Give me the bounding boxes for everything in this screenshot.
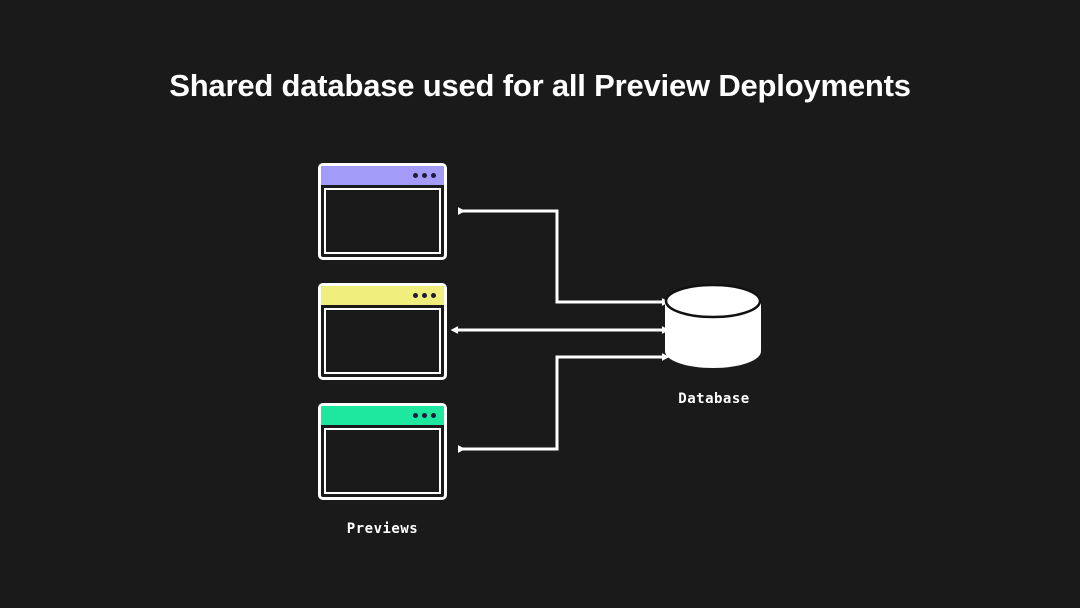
window-dot-icon	[422, 173, 427, 178]
window-dots-icon	[413, 413, 436, 418]
window-titlebar-purple	[321, 166, 444, 185]
connector-green-window	[458, 353, 670, 453]
page-title: Shared database used for all Preview Dep…	[169, 68, 911, 103]
window-body-yellow	[324, 308, 441, 374]
window-dot-icon	[431, 293, 436, 298]
window-dot-icon	[413, 173, 418, 178]
database-label: Database	[678, 391, 750, 407]
window-body-green	[324, 428, 441, 494]
window-titlebar-yellow	[321, 286, 444, 305]
window-titlebar-green	[321, 406, 444, 425]
window-dots-icon	[413, 173, 436, 178]
window-dot-icon	[422, 293, 427, 298]
window-dot-icon	[431, 173, 436, 178]
window-dots-icon	[413, 293, 436, 298]
preview-window-green[interactable]	[318, 403, 447, 500]
window-dot-icon	[413, 413, 418, 418]
previews-group-label: Previews	[346, 521, 419, 537]
window-dot-icon	[413, 293, 418, 298]
database-cylinder-icon[interactable]	[660, 284, 768, 376]
preview-window-purple[interactable]	[318, 163, 447, 260]
preview-window-yellow[interactable]	[318, 283, 447, 380]
window-dot-icon	[431, 413, 436, 418]
connector-purple-window	[458, 207, 670, 306]
window-dot-icon	[422, 413, 427, 418]
window-body-purple	[324, 188, 441, 254]
